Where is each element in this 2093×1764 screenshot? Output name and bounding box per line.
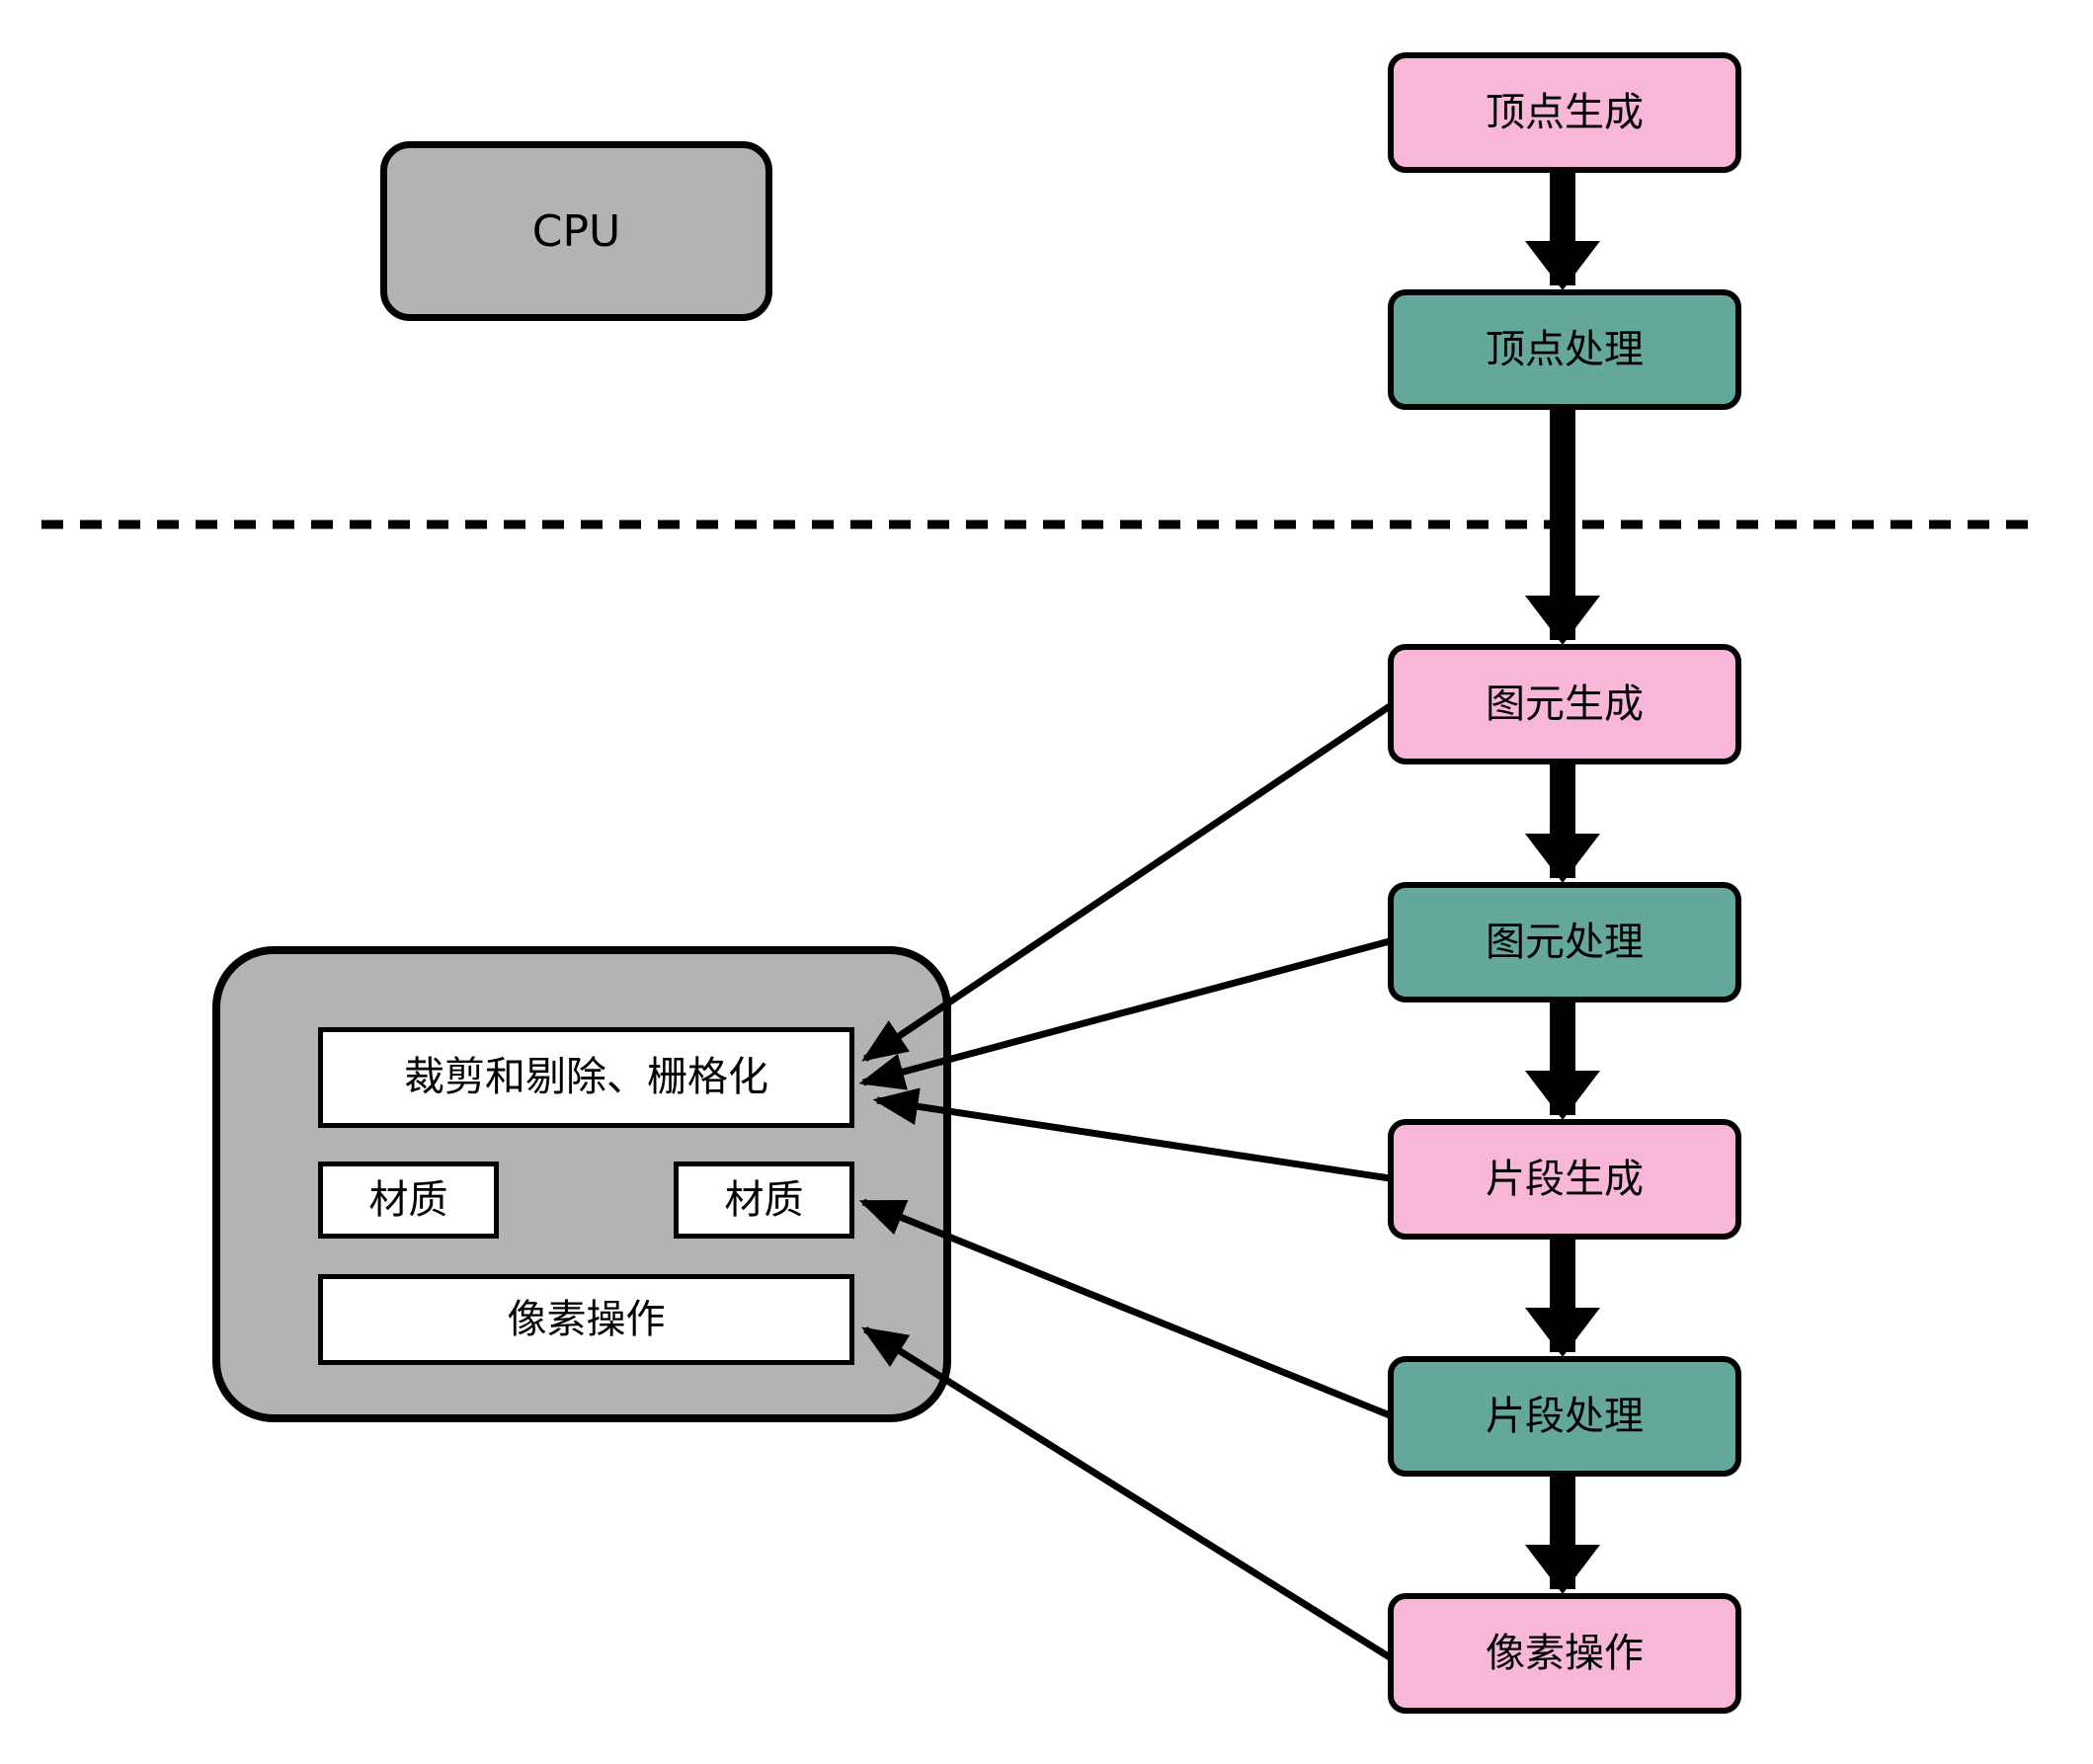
pipeline-box-fragment-generation: 片段生成	[1388, 1119, 1741, 1240]
texture-right-label: 材质	[724, 1177, 804, 1223]
fragment-processing-label: 片段处理	[1486, 1394, 1644, 1439]
texture-box-right: 材质	[674, 1162, 854, 1239]
clip-cull-rasterize-box: 裁剪和剔除、栅格化	[318, 1027, 854, 1128]
pixel-operations-label: 像素操作	[1486, 1631, 1644, 1676]
vertex-generation-label: 顶点生成	[1486, 90, 1644, 135]
vertex-processing-label: 顶点处理	[1486, 327, 1644, 372]
primitive-generation-label: 图元生成	[1486, 682, 1644, 727]
pipeline-box-primitive-processing: 图元处理	[1388, 882, 1741, 1002]
primitive-processing-label: 图元处理	[1486, 920, 1644, 965]
cpu-box: CPU	[380, 141, 772, 321]
texture-left-label: 材质	[368, 1177, 448, 1223]
fragment-generation-label: 片段生成	[1486, 1157, 1644, 1202]
pixel-operations-internal-box: 像素操作	[318, 1274, 854, 1365]
pipeline-box-fragment-processing: 片段处理	[1388, 1356, 1741, 1477]
texture-box-left: 材质	[318, 1162, 499, 1239]
clip-cull-rasterize-label: 裁剪和剔除、栅格化	[404, 1053, 768, 1101]
arrow-fraggen-to-rasterizer	[872, 1087, 1391, 1182]
pipeline-box-vertex-processing: 顶点处理	[1388, 289, 1741, 410]
pipeline-box-pixel-operations: 像素操作	[1388, 1593, 1741, 1714]
pipeline-box-vertex-generation: 顶点生成	[1388, 52, 1741, 173]
cpu-label: CPU	[531, 205, 621, 257]
pixel-operations-internal-label: 像素操作	[507, 1297, 666, 1342]
pipeline-box-primitive-generation: 图元生成	[1388, 644, 1741, 764]
